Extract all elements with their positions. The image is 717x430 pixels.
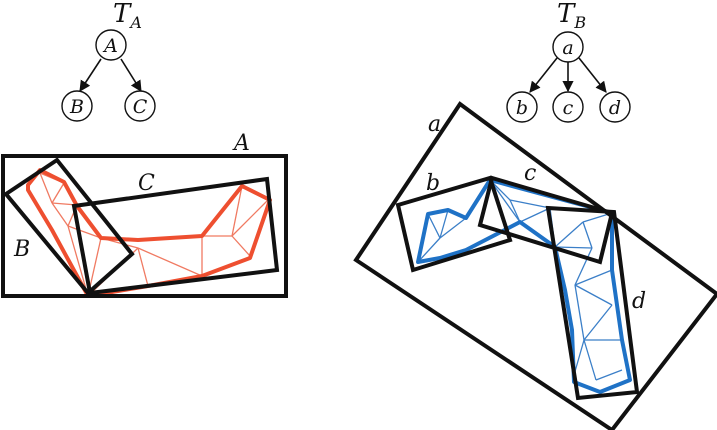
- left-mesh-figure: A B C: [1, 131, 288, 298]
- label-b: B: [13, 237, 30, 262]
- tree-tb-node-root-label: a: [562, 37, 573, 59]
- label-a-lower: a: [428, 112, 441, 137]
- bbox-a: [1, 154, 288, 298]
- tree-tb-node-d: [599, 91, 631, 123]
- tree-ta-node-c: [124, 90, 156, 122]
- tree-tb-edge-a-b: [529, 57, 558, 93]
- bbox-b-lower: [395, 175, 513, 273]
- bbox-a-lower: [353, 101, 717, 430]
- tree-ta-node-root-label: A: [102, 35, 118, 57]
- tree-ta-title: TA: [113, 0, 142, 32]
- tree-ta-node-b-label: B: [69, 96, 84, 118]
- label-c-lower: c: [524, 161, 536, 186]
- tree-ta: TA A B C: [61, 0, 156, 122]
- tree-tb-node-d-label: d: [609, 97, 621, 119]
- tree-ta-edge-a-c: [120, 58, 142, 92]
- tree-tb-title: TB: [557, 0, 586, 32]
- bbox-c: [71, 176, 280, 296]
- label-d-lower: d: [632, 289, 646, 314]
- blue-mesh-outline: [416, 178, 632, 394]
- tree-tb-node-c: [552, 91, 584, 123]
- tree-tb-node-b: [506, 91, 538, 123]
- bbox-d-lower: [545, 205, 640, 401]
- bbox-b: [3, 157, 135, 296]
- tree-ta-node-c-label: C: [133, 96, 148, 118]
- tree-ta-node-b: [61, 90, 93, 122]
- label-b-lower: b: [426, 171, 440, 196]
- label-c: C: [138, 171, 155, 196]
- tree-tb-node-root: [552, 31, 584, 63]
- tree-ta-node-root: [95, 29, 127, 61]
- tree-tb-edge-a-d: [578, 57, 607, 93]
- right-mesh-figure: a b c d: [353, 101, 717, 430]
- tree-tb-node-b-label: b: [516, 97, 528, 119]
- tree-tb-node-c-label: c: [563, 97, 574, 119]
- tree-ta-edge-a-b: [79, 58, 102, 92]
- label-a: A: [232, 131, 250, 156]
- red-mesh-outline: [26, 168, 272, 298]
- tree-tb: TB a b c d: [506, 0, 631, 123]
